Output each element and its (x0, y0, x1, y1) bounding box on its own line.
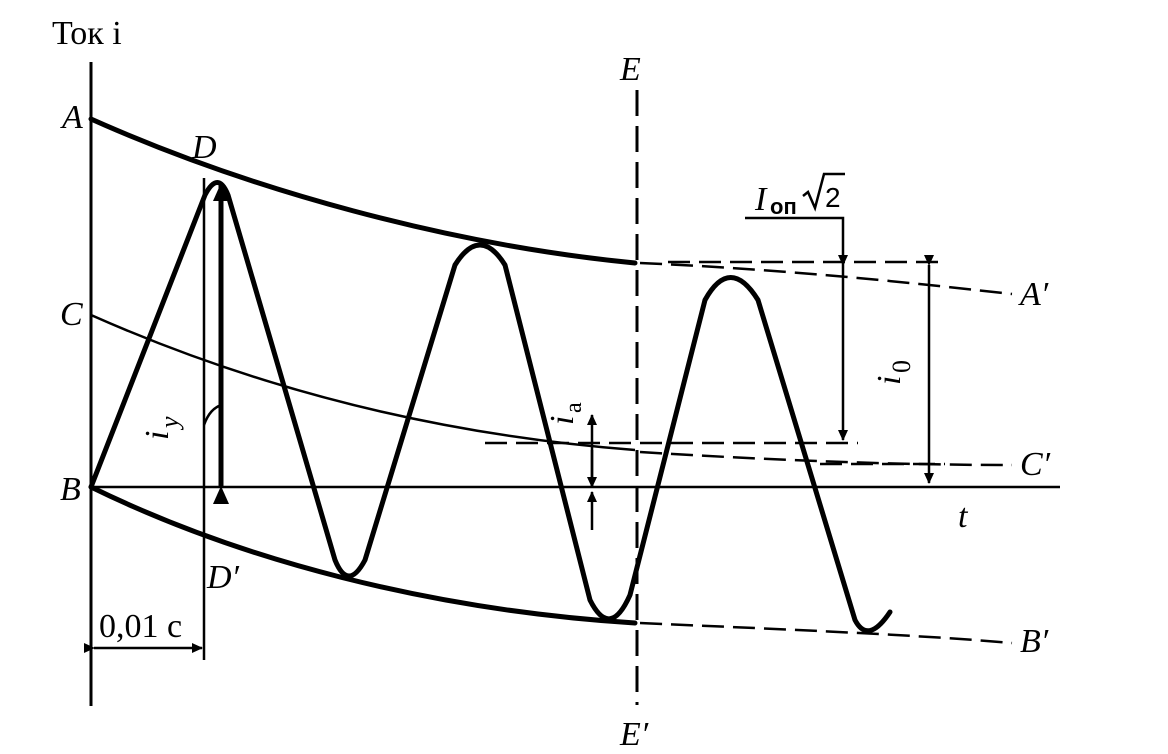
label-iop-sub: оп (770, 194, 797, 219)
label-A-prime: A′ (1018, 276, 1049, 313)
envelope-B-dashed (639, 621, 1013, 645)
label-A: A (60, 99, 83, 136)
envelope-A-curve (88, 116, 638, 266)
label-C: C (60, 296, 83, 333)
label-D: D (191, 129, 217, 166)
label-sqrt2: 2 (825, 182, 841, 213)
label-iy-sub: y (155, 416, 184, 431)
iy-leader (202, 403, 223, 426)
label-ia: i (544, 416, 581, 425)
label-B-prime: B′ (1020, 623, 1049, 660)
current-waveform (88, 180, 893, 634)
iop-leader (745, 216, 845, 265)
label-iop: I (754, 181, 768, 218)
label-iy: i (139, 431, 176, 440)
label-B: B (60, 471, 81, 508)
label-D-prime: D′ (206, 559, 240, 596)
label-E-prime: E′ (619, 716, 649, 753)
label-ia-sub: a (561, 402, 587, 413)
x-axis-title: t (958, 498, 969, 535)
label-period: 0,01 с (99, 608, 182, 645)
sqrt-sign (802, 172, 845, 212)
label-i0-sub: 0 (887, 360, 916, 373)
label-C-prime: C′ (1020, 446, 1051, 483)
envelope-A-dashed (639, 261, 1013, 296)
y-axis-title: Ток i (52, 15, 122, 52)
envelope-B-curve (88, 484, 638, 626)
label-i0: i (871, 376, 908, 385)
aperiodic-C-curve (90, 313, 636, 452)
label-E: E (619, 51, 641, 88)
